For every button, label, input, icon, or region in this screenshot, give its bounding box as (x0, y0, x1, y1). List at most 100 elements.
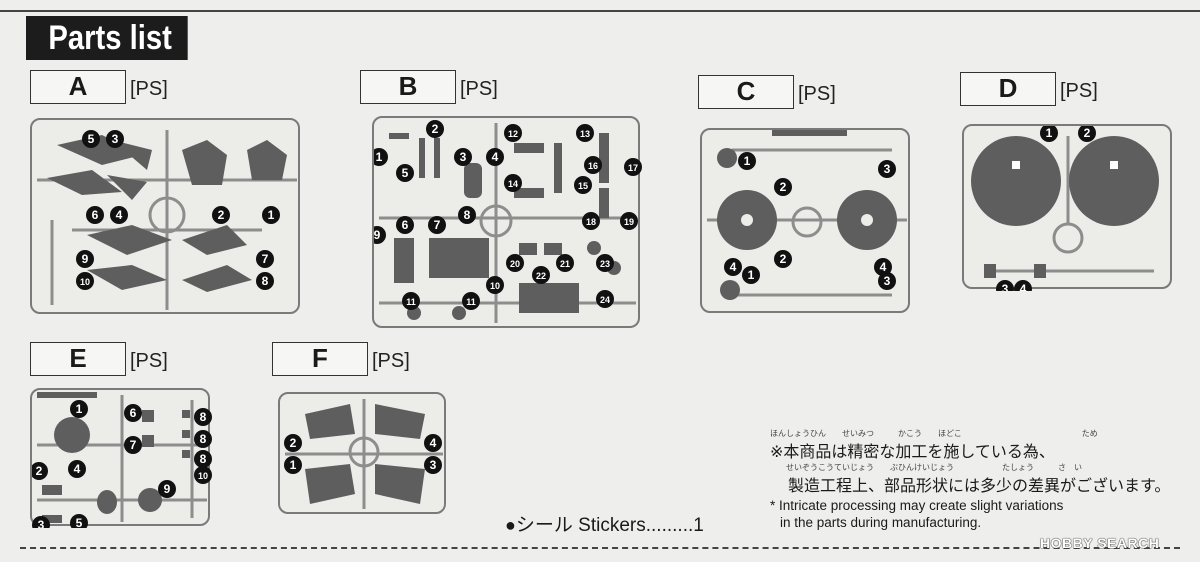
runner-letter: D (960, 72, 1056, 106)
part-number: 11 (466, 297, 476, 307)
part-number: 18 (586, 217, 596, 227)
part-number-badge: 1 (738, 152, 756, 170)
part-number-badge: 4 (874, 258, 892, 276)
part-number: 8 (200, 410, 207, 424)
part-number: 5 (76, 516, 83, 528)
part-number-badge: 10 (76, 272, 94, 290)
part-number: 20 (510, 259, 520, 269)
part-number-badge: 1 (742, 266, 760, 284)
part-number: 9 (374, 228, 381, 242)
part-number: 3 (1002, 282, 1009, 291)
part-number: 13 (580, 129, 590, 139)
part-number-badge: 6 (396, 216, 414, 234)
material-tag: [PS] (130, 350, 168, 372)
part-number: 2 (780, 252, 787, 266)
part-number: 1 (1046, 126, 1053, 140)
part-number: 6 (92, 208, 99, 222)
part-number: 24 (600, 295, 610, 305)
part-number: 2 (290, 436, 297, 450)
bullet-icon: ● (505, 515, 516, 535)
part-number: 4 (430, 436, 437, 450)
part-number-badge: 3 (996, 280, 1014, 291)
part-number: 8 (262, 274, 269, 288)
runner-letter: F (272, 342, 368, 376)
part-number: 12 (508, 129, 518, 139)
runner-letter: B (360, 70, 456, 104)
part-number: 11 (406, 297, 416, 307)
part-number: 2 (36, 464, 43, 478)
part-number: 21 (560, 259, 570, 269)
stickers-jp: シール (515, 514, 573, 536)
material-tag: [PS] (372, 350, 410, 372)
bottom-rule (20, 547, 1180, 549)
part-number-badge: 4 (724, 258, 742, 276)
notice-jp-line-2: 製造工程上、部品形状には多少の差異がございます。 (788, 476, 1171, 495)
part-number-badge: 23 (596, 254, 614, 272)
part-number-badge: 14 (504, 174, 522, 192)
part-number-badge: 7 (428, 216, 446, 234)
part-number: 10 (198, 471, 208, 481)
part-number-badge: 3 (878, 272, 896, 290)
notice-en-line-2: in the parts during manufacturing. (780, 515, 982, 530)
part-number-badge: 13 (576, 124, 594, 142)
page-title: Parts list (26, 16, 188, 60)
part-number-badge: 8 (194, 450, 212, 468)
part-number: 8 (200, 452, 207, 466)
part-number-badge: 22 (532, 266, 550, 284)
ruby-line-1: ほんしょうひん せいみつ かこう ほどこ ため (770, 429, 1098, 438)
part-number: 4 (492, 150, 499, 164)
part-number: 19 (624, 217, 634, 227)
part-number: 2 (780, 180, 787, 194)
part-number-badge: 3 (454, 148, 472, 166)
part-number: 10 (80, 277, 90, 287)
part-number: 8 (464, 208, 471, 222)
runner-letter: C (698, 75, 794, 109)
part-number-badge: 2 (774, 178, 792, 196)
part-number: 1 (748, 268, 755, 282)
part-number: 2 (432, 122, 439, 136)
part-number-badge: 2 (426, 120, 444, 138)
part-number: 1 (290, 458, 297, 472)
part-number: 3 (460, 150, 467, 164)
part-number-badge: 2 (1078, 126, 1096, 142)
part-number-badge: 8 (194, 430, 212, 448)
part-number-badge: 1 (374, 148, 388, 166)
material-tag: [PS] (1060, 80, 1098, 102)
ruby-line-2: せいぞうこうていじょう ぶひんけいじょう たしょう さ い (786, 463, 1082, 472)
part-number: 3 (112, 132, 119, 146)
part-number: 16 (588, 161, 598, 171)
part-number: 6 (402, 218, 409, 232)
part-number-badge: 1 (1040, 126, 1058, 142)
part-number-badge: 17 (624, 158, 642, 176)
part-number: 3 (884, 162, 891, 176)
part-number: 1 (76, 402, 83, 416)
part-number: 22 (536, 271, 546, 281)
stickers-line: ●シール Stickers.........1 (505, 510, 704, 537)
part-number: 23 (600, 259, 610, 269)
part-number: 4 (880, 260, 887, 274)
part-number-badge: 4 (486, 148, 504, 166)
part-number: 4 (1020, 282, 1027, 291)
part-number-badge: 10 (194, 466, 212, 484)
part-number: 17 (628, 163, 638, 173)
part-number: 14 (508, 179, 518, 189)
part-number: 4 (116, 208, 123, 222)
part-number-badge: 10 (486, 276, 504, 294)
part-number-badge: 4 (424, 434, 442, 452)
part-number-badge: 11 (462, 292, 480, 310)
material-tag: [PS] (798, 83, 836, 105)
part-number: 2 (1084, 126, 1091, 140)
part-number-badge: 2 (284, 434, 302, 452)
part-number: 2 (218, 208, 225, 222)
part-number-badge: 2 (32, 462, 48, 480)
part-number-badge: 7 (256, 250, 274, 268)
part-number: 8 (200, 432, 207, 446)
part-number-badge: 3 (106, 130, 124, 148)
part-number-badge: 16 (584, 156, 602, 174)
